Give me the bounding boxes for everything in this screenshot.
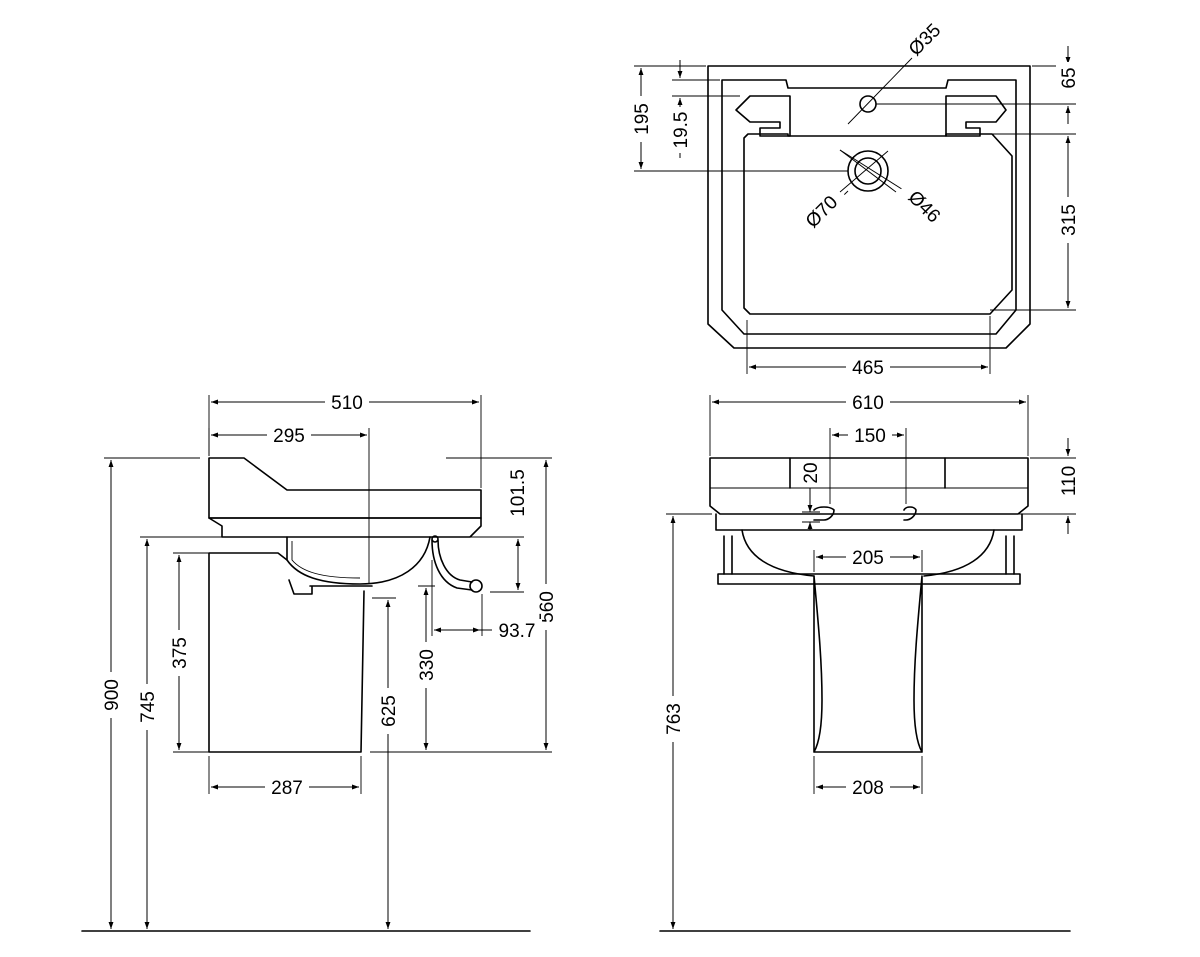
front-tap-right	[903, 506, 917, 521]
side-pedestal	[208, 552, 365, 753]
front-view: 610 150 20 110 205 763	[661, 391, 1080, 929]
top-waste-inner	[854, 157, 882, 185]
dim-763: 763	[664, 703, 685, 735]
front-back-upstand	[789, 457, 946, 489]
dim-610: 610	[852, 393, 884, 414]
front-towel-rail	[717, 573, 1021, 585]
top-bowl	[743, 133, 1013, 315]
front-tap-left	[813, 506, 835, 521]
top-outer-outline	[707, 65, 1031, 349]
dim-625: 625	[379, 695, 400, 727]
top-view: Ø35 Ø70 Ø46 195 19.5 65	[629, 9, 1080, 379]
dim-20: 20	[801, 462, 822, 483]
front-towel-rail-post-left	[723, 535, 733, 575]
side-trap	[431, 539, 473, 591]
front-basin-top	[709, 457, 1029, 515]
side-trap-inner	[437, 539, 473, 583]
dim-205: 205	[852, 548, 884, 569]
dim-375: 375	[170, 637, 191, 669]
dim-900: 900	[102, 679, 123, 711]
dim-19-5: 19.5	[671, 112, 692, 149]
side-basin-top	[208, 457, 482, 519]
side-waste	[288, 579, 373, 595]
dim-208: 208	[852, 778, 884, 799]
front-towel-rail-post-right	[1005, 535, 1015, 575]
dim-93-7: 93.7	[499, 621, 536, 642]
front-pedestal	[813, 575, 923, 753]
top-soap-dish-left	[735, 95, 791, 137]
front-basin-rim	[715, 513, 1023, 531]
side-view: 510 295 101.5 560 93.7 900	[99, 391, 559, 929]
side-bowl-inner	[291, 541, 361, 579]
dim-465: 465	[852, 358, 884, 379]
dim-287: 287	[271, 778, 303, 799]
dim-510: 510	[331, 393, 363, 414]
dim-560: 560	[537, 591, 558, 623]
dim-330: 330	[417, 649, 438, 681]
dim-65: 65	[1059, 67, 1080, 88]
dim-101-5: 101.5	[508, 469, 529, 517]
side-trap-nut	[469, 579, 483, 593]
side-basin-rim	[208, 517, 482, 538]
side-waste-plug	[431, 535, 439, 543]
dim-150: 150	[854, 426, 886, 447]
dim-295: 295	[273, 426, 305, 447]
front-bowl	[741, 529, 995, 577]
dim-195: 195	[632, 103, 653, 135]
top-back-ledge	[721, 79, 1017, 335]
dim-745: 745	[138, 691, 159, 723]
side-bowl	[286, 536, 431, 585]
dim-315: 315	[1059, 204, 1080, 236]
top-soap-dish-right	[945, 95, 1007, 137]
dim-110: 110	[1059, 466, 1080, 496]
